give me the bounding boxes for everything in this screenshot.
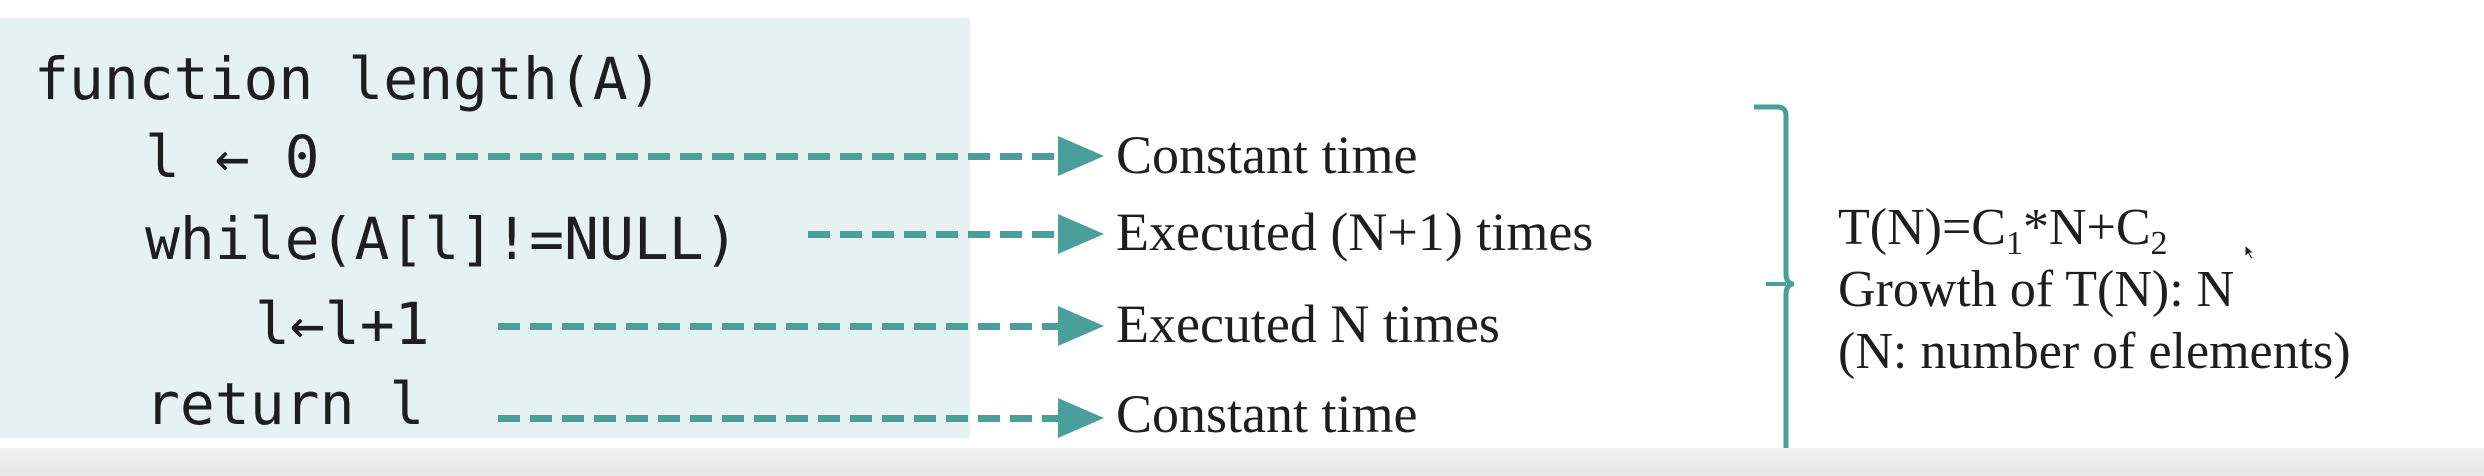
code-line-init: l ← 0 (145, 123, 320, 191)
annotation-return: Constant time (1116, 384, 1418, 444)
code-panel (0, 18, 970, 438)
annotation-while: Executed (N+1) times (1116, 202, 1594, 262)
annotation-increment: Executed N times (1116, 294, 1500, 354)
bottom-shade (0, 448, 2484, 476)
right-brace-icon (1754, 104, 1794, 448)
code-line-return: return l (145, 370, 425, 438)
annotation-init: Constant time (1116, 125, 1418, 185)
dashed-arrow-icon (498, 398, 1104, 438)
dashed-arrow-icon (498, 306, 1104, 346)
variable-note: (N: number of elements) (1838, 323, 2351, 380)
dashed-arrow-icon (392, 136, 1104, 176)
mouse-cursor-icon (2244, 244, 2256, 260)
code-line-increment: l←l+1 (255, 290, 430, 358)
code-function-signature: function length(A) (34, 45, 663, 113)
growth-statement: Growth of T(N): N (1838, 261, 2235, 318)
dashed-arrow-icon (808, 214, 1104, 254)
code-line-while: while(A[l]!=NULL) (145, 205, 739, 273)
runtime-formula: T(N)=C1*N+C2 (1838, 199, 2168, 262)
